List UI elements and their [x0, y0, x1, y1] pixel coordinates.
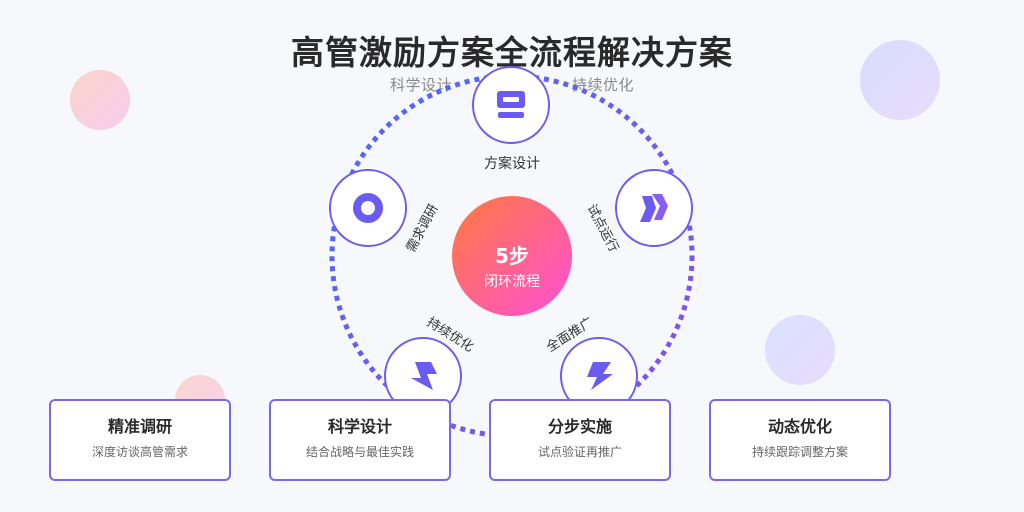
card-desc: 深度访谈高管需求 [91, 445, 188, 459]
node-label-design: 方案设计 [484, 156, 540, 172]
subtitle-right: 持续优化 [572, 76, 635, 94]
subtitle-left: 科学设计 [389, 76, 452, 94]
page-subtitle: 科学设计 持续优化 [0, 74, 1024, 95]
decor-blob [860, 40, 940, 120]
lightning-icon [640, 194, 668, 222]
feature-card: 动态优化 持续跟踪调整方案 [709, 399, 891, 481]
page-title: 高管激励方案全流程解决方案 [291, 33, 733, 72]
node-pilot[interactable] [615, 169, 693, 247]
decor-blob [70, 70, 130, 130]
node-design[interactable] [472, 66, 550, 144]
feature-card: 科学设计 结合战略与最佳实践 [269, 399, 451, 481]
core-caption: 闭环流程 [484, 274, 540, 290]
card-title: 分步实施 [547, 417, 612, 436]
feature-card: 分步实施 试点验证再推广 [489, 399, 671, 481]
card-title: 科学设计 [327, 417, 392, 436]
core-steps: 5步 [495, 244, 529, 268]
feature-card: 精准调研 深度访谈高管需求 [49, 399, 231, 481]
node-research[interactable] [329, 169, 407, 247]
card-desc: 试点验证再推广 [537, 445, 622, 459]
center-core: 5步 闭环流程 [452, 196, 572, 316]
card-desc: 结合战略与最佳实践 [305, 445, 414, 459]
card-title: 精准调研 [107, 417, 172, 436]
ring-icon [353, 193, 383, 223]
card-desc: 持续跟踪调整方案 [751, 445, 848, 459]
card-title: 动态优化 [767, 417, 832, 436]
lightning-icon [411, 362, 437, 390]
stack-icon [497, 91, 525, 118]
lightning-icon [587, 362, 613, 390]
decor-blob [765, 315, 835, 385]
